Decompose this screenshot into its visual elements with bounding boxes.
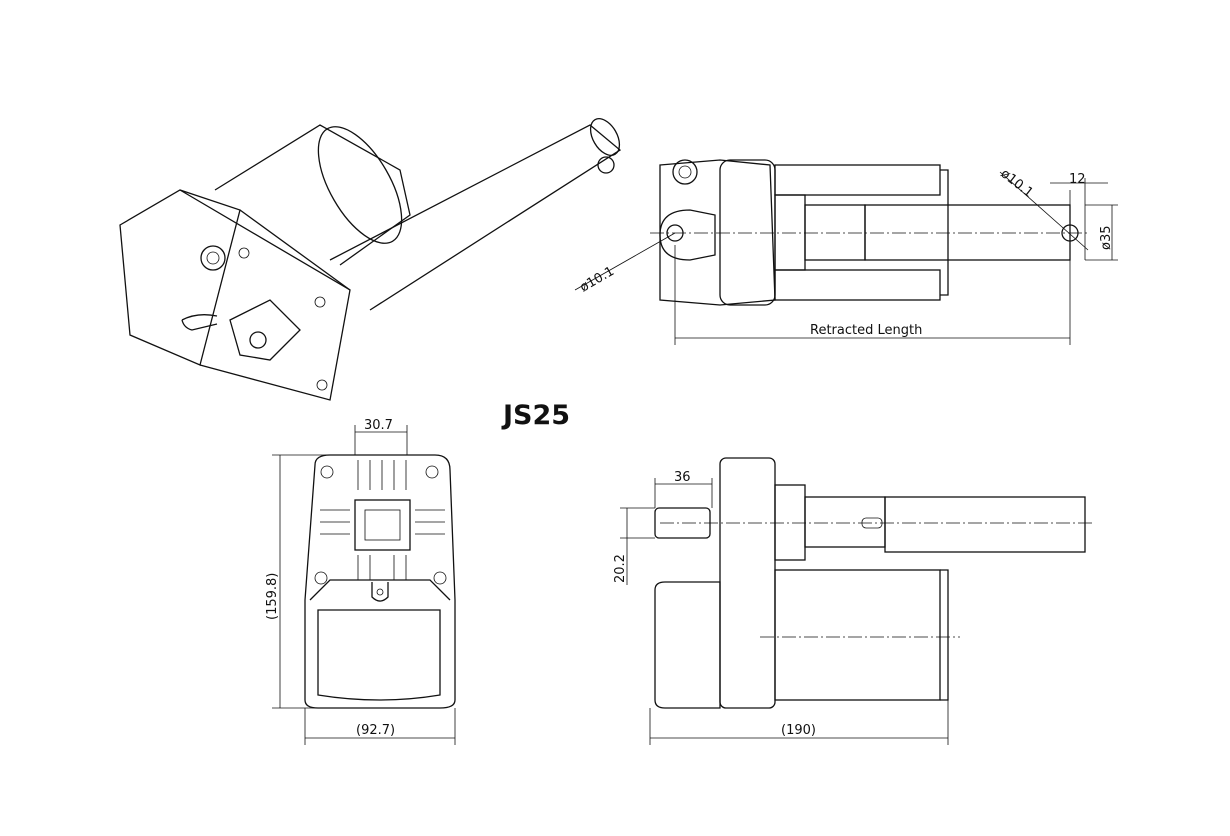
height-label: (159.8) <box>265 573 280 620</box>
hole-diameter-left-label: ø10.1 <box>578 264 617 295</box>
retracted-length-label: Retracted Length <box>810 323 922 338</box>
top-view: ø10.1 ø10.1 12 ø35 Retracted Length <box>574 159 1118 345</box>
isometric-view <box>119 118 622 401</box>
clevis-length-label: 36 <box>674 470 691 485</box>
hole-diameter-right-label: ø10.1 <box>998 166 1036 201</box>
clevis-height-label: 20.2 <box>613 554 628 583</box>
model-title: JS25 <box>501 400 570 431</box>
offset-label: 12 <box>1069 172 1086 187</box>
width-top-label: 30.7 <box>364 418 393 433</box>
side-view: 36 20.2 (190) <box>613 457 1095 745</box>
rod-diameter-label: ø35 <box>1099 226 1114 251</box>
width-label: (92.7) <box>356 723 395 738</box>
overall-length-label: (190) <box>781 723 816 738</box>
front-view: 30.7 (159.8) (92.7) <box>265 418 456 745</box>
